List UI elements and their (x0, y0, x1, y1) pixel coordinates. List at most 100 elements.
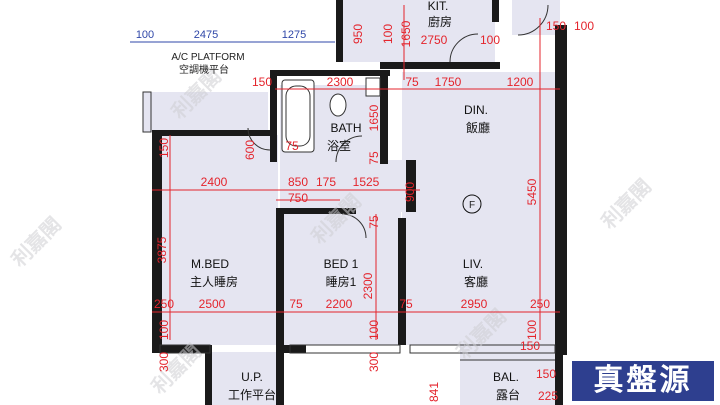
dim-m-150: 150 (157, 138, 171, 158)
dim-top-1275: 1275 (282, 29, 306, 41)
room-balcony-en: BAL. (493, 370, 519, 384)
room-platform-en: A/C PLATFORM (171, 52, 244, 63)
balcony-floor (460, 345, 555, 405)
dim-top-100: 100 (136, 29, 154, 41)
dim-s-150: 150 (536, 367, 556, 381)
wall-kitchen-bottom (380, 62, 500, 69)
dim-m-900: 900 (403, 182, 417, 202)
dim-b-75a: 75 (285, 139, 299, 153)
room-dining-zh: 飯廳 (466, 120, 490, 135)
flat-marker-circle (462, 194, 482, 214)
kitchen-floor (340, 0, 495, 62)
dim-p-1200: 1200 (507, 75, 534, 89)
room-utility-zh: 工作平台 (228, 387, 276, 402)
dim-s-100b: 100 (367, 320, 381, 340)
dim-r-2500: 2500 (199, 297, 226, 311)
door-swing-master (247, 127, 271, 151)
dim-s-225: 225 (538, 389, 558, 403)
dim-s-150c: 150 (520, 339, 540, 353)
wall-bottom-mid (276, 345, 306, 353)
room-bed1-en: BED 1 (324, 257, 359, 271)
door-swing-main (517, 4, 549, 36)
walls (152, 0, 567, 405)
basin (365, 77, 381, 97)
room-bath-zh: 浴室 (327, 138, 351, 153)
dim-b-1650: 1650 (367, 104, 381, 131)
flat-marker-letter: F (469, 200, 475, 211)
room-kitchen-zh: 廚房 (428, 14, 452, 29)
door-swing-bed1 (341, 213, 367, 239)
room-master-zh: 主人睡房 (190, 274, 238, 289)
dim-k-2750: 2750 (421, 33, 448, 47)
wall-utility-left (205, 352, 212, 405)
door-swing-kitchen (449, 33, 479, 63)
room-living-en: LIV. (463, 257, 483, 271)
room-bed1-zh: 睡房1 (326, 274, 357, 289)
wall-master-left (152, 130, 162, 345)
dim-m-175: 175 (316, 175, 336, 189)
window-living (409, 344, 556, 354)
room-dining-en: DIN. (464, 103, 488, 117)
dim-k-100c: 100 (574, 19, 594, 33)
wall-bed1-top (276, 208, 356, 214)
window-bed1 (289, 344, 401, 354)
wall-bath-top (270, 70, 390, 76)
bathroom-fixtures (281, 77, 381, 153)
dim-s-100a: 100 (157, 320, 171, 340)
window-master (159, 344, 211, 354)
room-balcony-zh: 露台 (496, 387, 520, 402)
wall-bath-right (380, 72, 388, 164)
dim-m-2400: 2400 (201, 175, 228, 189)
utility-platform-floor (210, 352, 282, 405)
room-platform-zh: 空調機平台 (179, 63, 229, 76)
dim-s-300a: 300 (157, 352, 171, 372)
dim-p-75: 75 (405, 75, 419, 89)
dim-r-75b: 75 (399, 297, 413, 311)
wall-kitchen-right (492, 0, 499, 22)
dim-r-75a: 75 (289, 297, 303, 311)
wall-master-top (152, 130, 270, 136)
wall-bed1-left (276, 212, 284, 346)
toilet (329, 93, 347, 117)
dim-k-950: 950 (351, 24, 365, 44)
brand-logo: 真盤源 (572, 361, 714, 401)
wall-bath-left (270, 70, 277, 162)
dim-m-75c: 75 (367, 215, 381, 229)
ac-platform-floor (143, 92, 268, 132)
room-utility-en: U.P. (241, 370, 263, 384)
dim-s-100c: 100 (525, 320, 539, 340)
dim-b-600: 600 (243, 140, 257, 160)
wall-kitchen-left (336, 0, 343, 62)
dimension-lines (130, 5, 560, 340)
dim-s-841: 841 (427, 382, 441, 402)
dim-l-2300: 2300 (361, 272, 375, 299)
wall-bed1-right (398, 218, 406, 345)
room-bath-en: BATH (330, 121, 361, 135)
dim-k-100a: 100 (381, 24, 395, 44)
room-living-zh: 客廳 (464, 274, 488, 289)
dim-b-75b: 75 (367, 151, 381, 165)
window-rails (142, 91, 556, 361)
dim-top-2475: 2475 (194, 29, 218, 41)
dim-l-3875: 3875 (155, 236, 169, 263)
wall-balcony-right (555, 355, 563, 405)
floor-areas (143, 0, 560, 405)
living-dining-floor (402, 72, 555, 345)
dim-k-100b: 100 (480, 33, 500, 47)
dim-p-2300: 2300 (327, 75, 354, 89)
dim-m-1525: 1525 (353, 175, 380, 189)
dim-p-1750: 1750 (435, 75, 462, 89)
dim-p-150: 150 (252, 75, 272, 89)
wall-right-exterior (555, 25, 567, 355)
bathtub (281, 79, 315, 153)
dim-m-750: 750 (288, 191, 308, 205)
wall-bottom-left (152, 345, 212, 353)
wall-corridor-stub (406, 160, 416, 212)
watermark-5: 利嘉閣 (597, 174, 656, 233)
dim-k-150: 150 (546, 19, 566, 33)
corridor-floor (280, 160, 408, 212)
bathtub-inner (285, 85, 311, 147)
watermark-1: 利嘉閣 (7, 212, 66, 271)
dim-s-300b: 300 (367, 352, 381, 372)
